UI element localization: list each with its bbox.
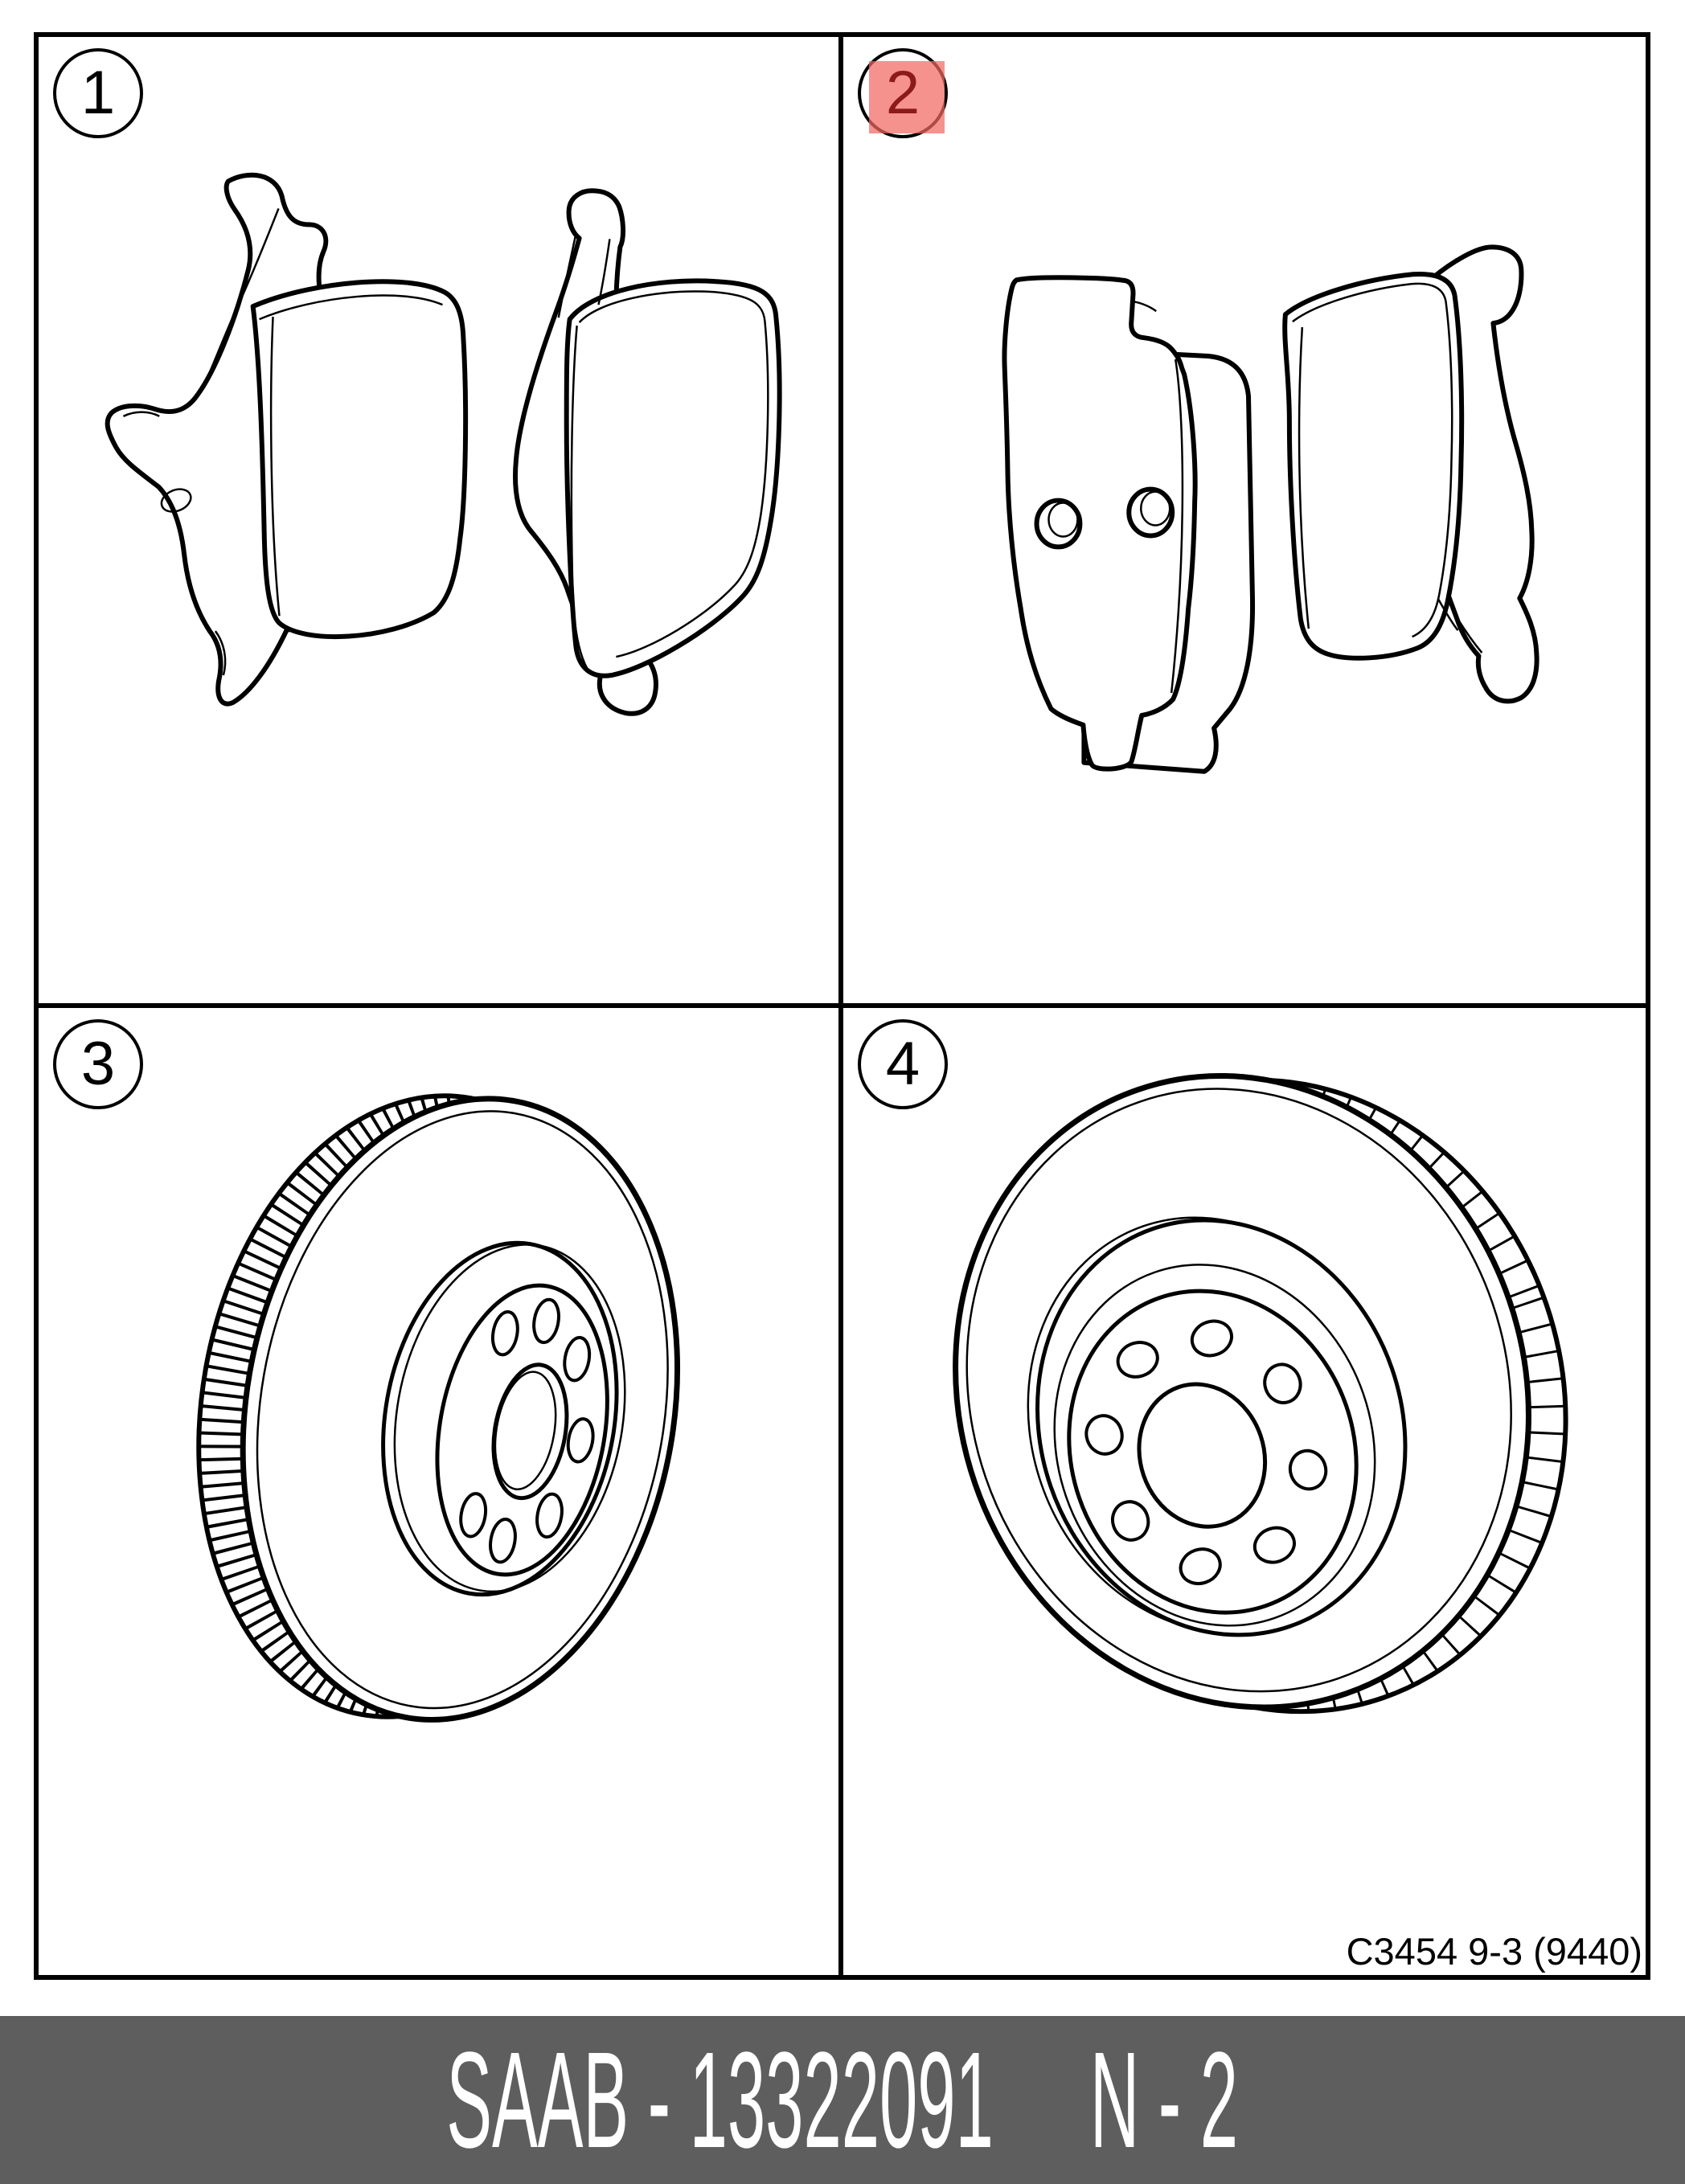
lug-hole xyxy=(1110,1500,1150,1542)
right-pad-friction-face xyxy=(1282,271,1465,661)
disc-rim-hatching xyxy=(950,1055,1571,1733)
lug-hole xyxy=(1179,1547,1222,1586)
lug-hole xyxy=(459,1492,488,1539)
lug-hole xyxy=(1252,1526,1296,1564)
lug-hole xyxy=(532,1297,560,1345)
center-hole xyxy=(491,1362,569,1501)
lug-hole xyxy=(489,1517,517,1564)
left-pad-backplate xyxy=(1002,275,1198,772)
figure-code: C3454 9-3 (9440) xyxy=(1346,1930,1642,1973)
callout-3-number: 3 xyxy=(80,1030,116,1098)
callout-4[interactable]: 4 xyxy=(858,1019,948,1109)
panel-rear-brake-disc: 4 C3454 9-3 (9440) xyxy=(843,1008,1646,1975)
front-brake-disc-illustration xyxy=(195,1072,681,1744)
figure-frame: 1 xyxy=(34,32,1650,1980)
footer-bar: SAAB - 13322091 N - 2 xyxy=(0,2016,1685,2184)
rear-brake-pads-illustration xyxy=(1002,244,1539,774)
callout-2[interactable]: 2 xyxy=(858,48,948,138)
wear-sensor-hole xyxy=(160,488,192,513)
front-brake-pads-illustration xyxy=(105,172,782,716)
lug-hole xyxy=(490,1309,519,1357)
footer-part-number: SAAB - 13322091 xyxy=(446,2023,994,2177)
callout-4-number: 4 xyxy=(885,1030,920,1098)
callout-2-highlight xyxy=(869,61,945,133)
left-pad-friction-block xyxy=(250,279,469,640)
lug-hole xyxy=(563,1336,592,1383)
panel-rear-brake-pads: 2 xyxy=(843,37,1646,1003)
horizontal-divider xyxy=(39,1003,1646,1008)
footer-text: SAAB - 13322091 N - 2 xyxy=(447,2032,1239,2169)
lug-hole xyxy=(566,1417,595,1464)
lug-hole xyxy=(1116,1341,1159,1379)
panel-front-brake-pads: 1 xyxy=(39,37,838,1003)
center-hole xyxy=(1137,1382,1268,1529)
lug-hole xyxy=(1084,1414,1124,1456)
callout-3[interactable]: 3 xyxy=(53,1019,143,1109)
rear-brake-disc-illustration xyxy=(950,1055,1571,1733)
lug-hole xyxy=(1288,1448,1328,1491)
footer-page-ref: N - 2 xyxy=(1090,2023,1239,2177)
right-pad-friction-face xyxy=(564,278,782,678)
callout-1[interactable]: 1 xyxy=(53,48,143,138)
lug-hole xyxy=(1263,1362,1302,1404)
callout-2-number: 2 xyxy=(885,59,920,127)
lug-hole xyxy=(1190,1319,1233,1358)
panel-front-brake-disc: 3 xyxy=(39,1008,838,1975)
callout-1-number: 1 xyxy=(80,59,116,127)
lug-hole xyxy=(535,1492,564,1539)
